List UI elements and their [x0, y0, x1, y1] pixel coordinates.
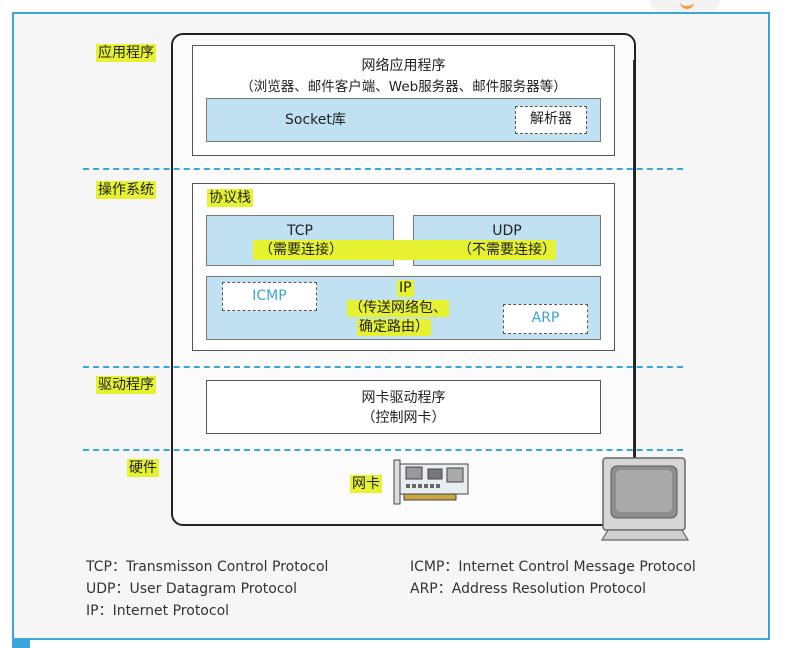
network-card-icon: [393, 459, 469, 505]
legend-udp: UDP：User Datagram Protocol: [86, 581, 297, 597]
corner-mark: [12, 640, 30, 648]
driver-title: 网卡驱动程序: [361, 390, 446, 406]
nic-label: 网卡: [350, 475, 382, 493]
ip-label: IP: [397, 280, 414, 297]
layer-divider: [83, 366, 683, 368]
decorative-blob: [650, 0, 720, 12]
layer-label-driver: 驱动程序: [96, 376, 156, 394]
socket-library-label: Socket库: [285, 112, 346, 128]
layer-label-application: 应用程序: [96, 44, 156, 62]
layer-divider: [83, 168, 683, 170]
udp-label: UDP: [492, 223, 522, 239]
legend-icmp: ICMP：Internet Control Message Protocol: [410, 559, 696, 575]
application-box: 网络应用程序 （浏览器、邮件客户端、Web服务器、邮件服务器等） Socket库…: [192, 45, 615, 156]
legend-tcp: TCP：Transmisson Control Protocol: [86, 559, 329, 575]
icmp-box: ICMP: [222, 282, 317, 311]
layer-divider: [83, 449, 683, 451]
computer-monitor-icon: [600, 457, 690, 541]
legend-ip: IP：Internet Protocol: [86, 603, 230, 619]
arp-box: ARP: [503, 304, 588, 334]
driver-box: 网卡驱动程序 （控制网卡）: [206, 380, 601, 434]
ip-description-line2: 确定路由）: [357, 319, 431, 336]
protocol-stack-box: 协议栈 TCP UDP （需要连接） （不需要连接） IP （传送网络包、 确定…: [192, 183, 615, 351]
connection-highlight: [253, 240, 556, 260]
protocol-stack-title: 协议栈: [207, 189, 253, 207]
application-subtitle: （浏览器、邮件客户端、Web服务器、邮件服务器等）: [240, 79, 567, 95]
ip-description-line1: （传送网络包、: [347, 300, 449, 317]
tcp-label: TCP: [287, 223, 313, 239]
ip-box: IP （传送网络包、 确定路由） ICMP ARP: [206, 276, 601, 340]
socket-library-box: Socket库 解析器: [206, 98, 601, 142]
tcp-description: （需要连接）: [259, 242, 343, 258]
application-title: 网络应用程序: [361, 58, 446, 74]
legend-arp: ARP：Address Resolution Protocol: [410, 581, 646, 597]
layer-label-os: 操作系统: [96, 181, 156, 199]
driver-subtitle: （控制网卡）: [361, 410, 446, 426]
network-cable: [633, 60, 634, 462]
udp-description: （不需要连接）: [458, 242, 556, 258]
resolver-box: 解析器: [515, 106, 587, 134]
layer-label-hardware: 硬件: [127, 459, 159, 477]
